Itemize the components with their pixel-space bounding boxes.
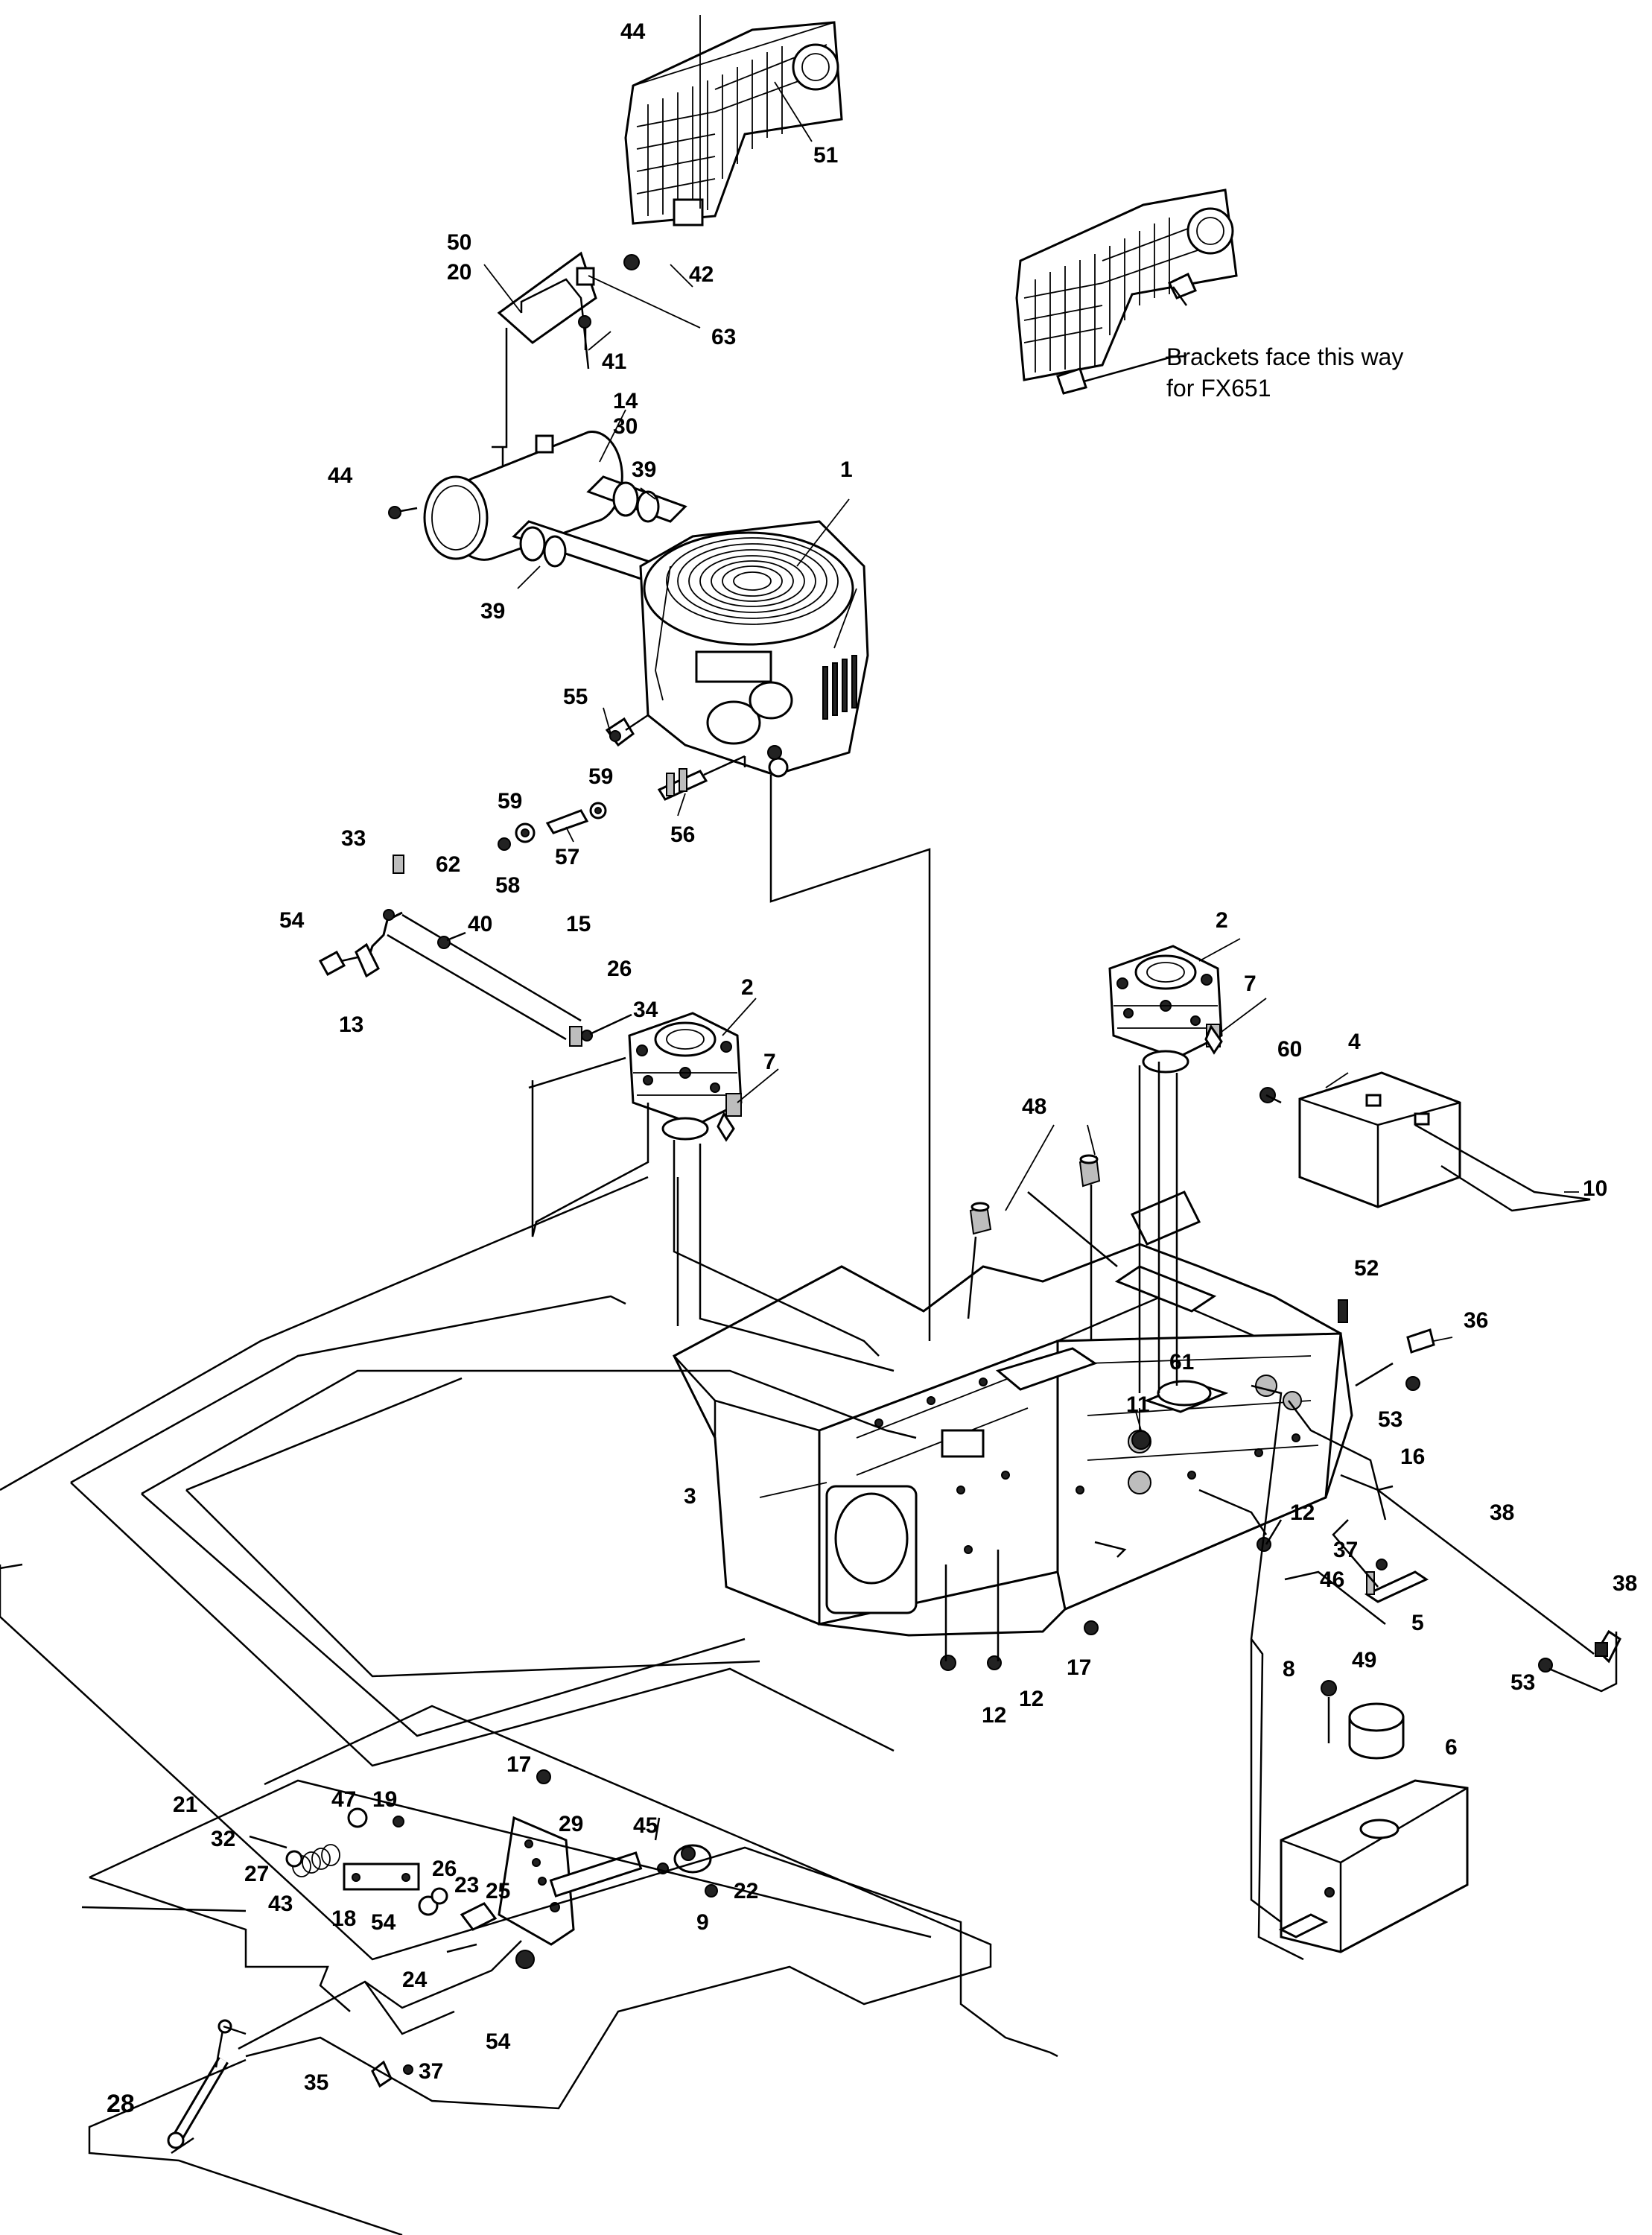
- callout-1: 1: [840, 457, 853, 482]
- callout-53-frame: 53: [1378, 1407, 1402, 1432]
- callout-17-frame: 17: [1067, 1655, 1091, 1680]
- callout-29: 29: [559, 1812, 583, 1836]
- throttle-cable-parts: [498, 714, 746, 851]
- callout-7-left: 7: [763, 1050, 776, 1074]
- callout-37-right: 37: [1333, 1538, 1358, 1562]
- callout-20: 20: [447, 260, 471, 285]
- callout-55: 55: [563, 685, 588, 709]
- callout-18: 18: [331, 1906, 356, 1931]
- callout-42: 42: [689, 262, 714, 287]
- callout-3: 3: [684, 1484, 696, 1509]
- callout-38-bracket: 38: [1613, 1571, 1637, 1596]
- callout-40: 40: [468, 912, 492, 936]
- callout-34: 34: [633, 998, 658, 1022]
- callout-54-lower: 54: [486, 2029, 511, 2054]
- callout-46: 46: [1320, 1567, 1344, 1592]
- grouping-lines: [0, 756, 1618, 2235]
- fuel-tank: [1278, 1680, 1469, 1953]
- callout-50: 50: [447, 230, 471, 255]
- callout-24: 24: [402, 1968, 428, 1992]
- callout-33: 33: [341, 826, 366, 851]
- callout-47: 47: [331, 1787, 356, 1812]
- battery: [1259, 1071, 1591, 1212]
- callout-11: 11: [1126, 1392, 1150, 1417]
- callout-54-left: 54: [279, 908, 305, 933]
- linkage-left: [318, 855, 632, 1047]
- heat-shield-alt: [1015, 188, 1238, 395]
- callout-5: 5: [1411, 1611, 1424, 1635]
- callout-35: 35: [304, 2070, 328, 2095]
- callout-51: 51: [813, 143, 838, 168]
- callout-62: 62: [436, 852, 460, 877]
- callout-28: 28: [107, 2090, 135, 2118]
- callout-49: 49: [1352, 1648, 1376, 1673]
- hydro-pump-left: [628, 1012, 743, 1142]
- callout-15: 15: [566, 912, 591, 936]
- callout-22: 22: [734, 1879, 758, 1903]
- callout-57: 57: [555, 845, 579, 869]
- callout-43: 43: [268, 1892, 293, 1916]
- callout-10: 10: [1583, 1176, 1607, 1201]
- callout-39-top: 39: [632, 457, 656, 482]
- callout-12-bottom-left: 12: [982, 1703, 1006, 1728]
- callout-19: 19: [372, 1787, 397, 1812]
- callout-41: 41: [602, 349, 626, 374]
- note-line-1: Brackets face this way: [1166, 343, 1403, 370]
- callout-17-bottom: 17: [506, 1752, 531, 1777]
- callout-60: 60: [1277, 1037, 1302, 1062]
- heat-shield-top: [624, 21, 843, 226]
- callout-56: 56: [670, 822, 695, 847]
- callout-9: 9: [696, 1910, 709, 1935]
- callout-45: 45: [633, 1813, 658, 1838]
- callout-16: 16: [1400, 1445, 1425, 1469]
- callout-25: 25: [486, 1879, 510, 1903]
- callout-59-right: 59: [588, 764, 613, 789]
- callout-14: 14: [613, 389, 638, 413]
- hydro-pump-right: [1108, 945, 1223, 1074]
- callout-7-right: 7: [1244, 971, 1257, 996]
- callout-26-bottom: 26: [432, 1857, 457, 1881]
- frame-hardware: [940, 1154, 1621, 1673]
- note-brackets-orientation: Brackets face this way for FX651: [1165, 286, 1403, 402]
- callout-48: 48: [1022, 1094, 1046, 1119]
- leader-lines: [483, 15, 1579, 1498]
- callout-63: 63: [711, 325, 736, 349]
- note-line-2: for FX651: [1166, 375, 1271, 402]
- callout-26-top: 26: [607, 957, 632, 981]
- park-brake-linkage: [167, 1769, 718, 2149]
- callout-44-left: 44: [328, 463, 353, 488]
- callout-12-right: 12: [1290, 1500, 1315, 1525]
- callout-53-right: 53: [1510, 1670, 1535, 1695]
- callout-39-bottom: 39: [480, 599, 505, 624]
- callout-2-left: 2: [741, 975, 754, 1000]
- callout-2-right: 2: [1216, 908, 1228, 933]
- callout-44-top: 44: [620, 19, 646, 44]
- callout-37-bottom: 37: [419, 2059, 443, 2084]
- callout-61: 61: [1169, 1350, 1194, 1375]
- callout-30: 30: [613, 414, 638, 439]
- callout-23: 23: [454, 1873, 479, 1898]
- callout-38-text: 38: [1490, 1500, 1514, 1525]
- callout-labels: 44 51 50 20 42 63 41 14 30 44 39 1 39 55…: [107, 19, 1637, 2118]
- callout-54-bottom: 54: [371, 1910, 396, 1935]
- callout-59-left: 59: [498, 789, 522, 814]
- main-frame: [673, 1191, 1353, 1637]
- engine: [639, 520, 869, 778]
- callout-12-bottom-right: 12: [1019, 1687, 1043, 1711]
- callout-8: 8: [1283, 1657, 1295, 1681]
- callout-4: 4: [1348, 1030, 1361, 1054]
- callout-32: 32: [211, 1827, 235, 1851]
- callout-27: 27: [244, 1862, 269, 1886]
- callout-58: 58: [495, 873, 520, 898]
- callout-21: 21: [173, 1792, 197, 1817]
- callout-52: 52: [1354, 1256, 1379, 1281]
- callout-36: 36: [1464, 1308, 1488, 1333]
- callout-13: 13: [339, 1012, 363, 1037]
- muffler-assembly: [388, 251, 687, 590]
- callout-6: 6: [1445, 1735, 1458, 1760]
